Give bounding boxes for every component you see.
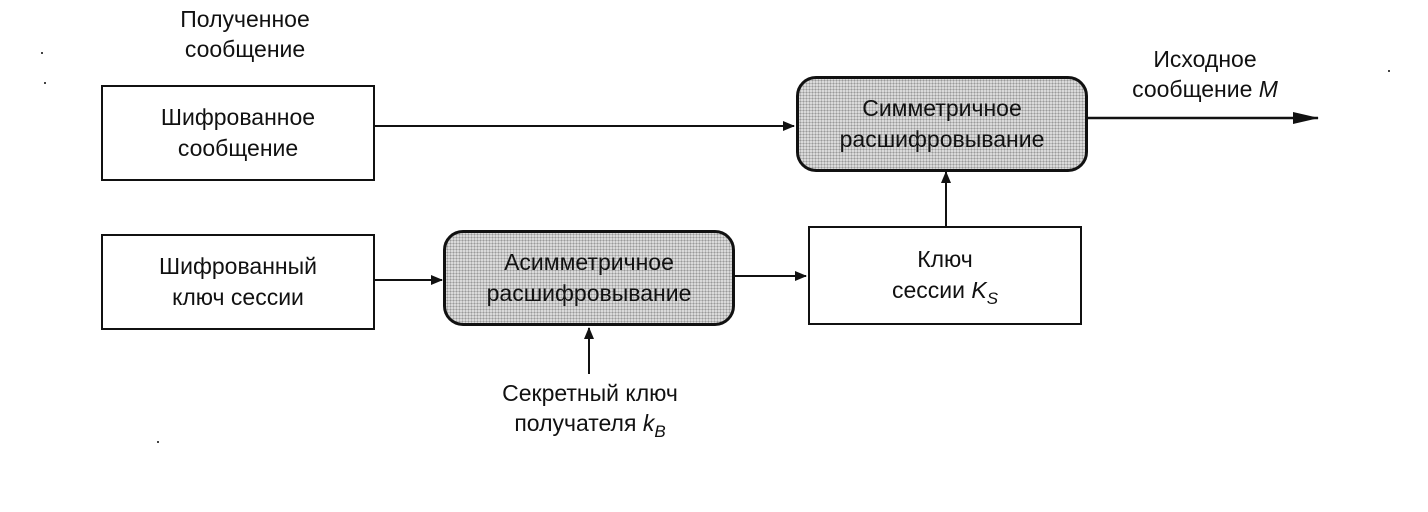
session-key-symbol: K bbox=[971, 276, 987, 303]
asymmetric-decryption-box: Асимметричное расшифровывание bbox=[443, 230, 735, 326]
asymmetric-line1: Асимметричное bbox=[504, 249, 674, 275]
session-key-box: Ключ сессии KS bbox=[808, 226, 1082, 325]
secret-key-subscript: B bbox=[654, 422, 666, 441]
secret-key-line2-text: получателя bbox=[514, 410, 643, 436]
encrypted-session-key-line1: Шифрованный bbox=[159, 253, 317, 279]
encrypted-session-key-line2: ключ сессии bbox=[172, 284, 304, 310]
received-line2: сообщение bbox=[184, 36, 306, 62]
received-line1: Полученное bbox=[180, 6, 310, 32]
scan-speck bbox=[157, 441, 159, 443]
output-line2-text: сообщение bbox=[1132, 76, 1259, 102]
secret-key-symbol: k bbox=[642, 410, 655, 436]
received-message-label: Полученное сообщение bbox=[150, 4, 340, 64]
symmetric-line1: Симметричное bbox=[862, 95, 1022, 121]
session-key-line1: Ключ bbox=[917, 245, 973, 272]
session-key-line2-text: сессии bbox=[891, 276, 972, 303]
output-line1: Исходное bbox=[1153, 46, 1257, 72]
encrypted-message-line1: Шифрованное bbox=[160, 104, 316, 130]
symmetric-line2: расшифровывание bbox=[839, 126, 1045, 152]
encrypted-message-box: Шифрованное сообщение bbox=[101, 85, 375, 181]
secret-key-line2: получателя kB bbox=[470, 408, 710, 441]
output-message-label: Исходное сообщение M bbox=[1100, 44, 1310, 104]
scan-speck bbox=[1388, 70, 1390, 72]
scan-speck bbox=[41, 52, 43, 54]
secret-key-line1: Секретный ключ bbox=[502, 380, 678, 406]
output-symbol: M bbox=[1258, 76, 1278, 102]
secret-key-label: Секретный ключ получателя kB bbox=[470, 378, 710, 441]
output-line2: сообщение M bbox=[1100, 74, 1310, 104]
session-key-line2: сессии KS bbox=[892, 275, 998, 308]
symmetric-decryption-box: Симметричное расшифровывание bbox=[796, 76, 1088, 172]
encrypted-message-line2: сообщение bbox=[177, 135, 299, 161]
session-key-subscript: S bbox=[986, 288, 999, 308]
encrypted-session-key-box: Шифрованный ключ сессии bbox=[101, 234, 375, 330]
asymmetric-line2: расшифровывание bbox=[486, 280, 692, 306]
scan-speck bbox=[44, 82, 46, 84]
